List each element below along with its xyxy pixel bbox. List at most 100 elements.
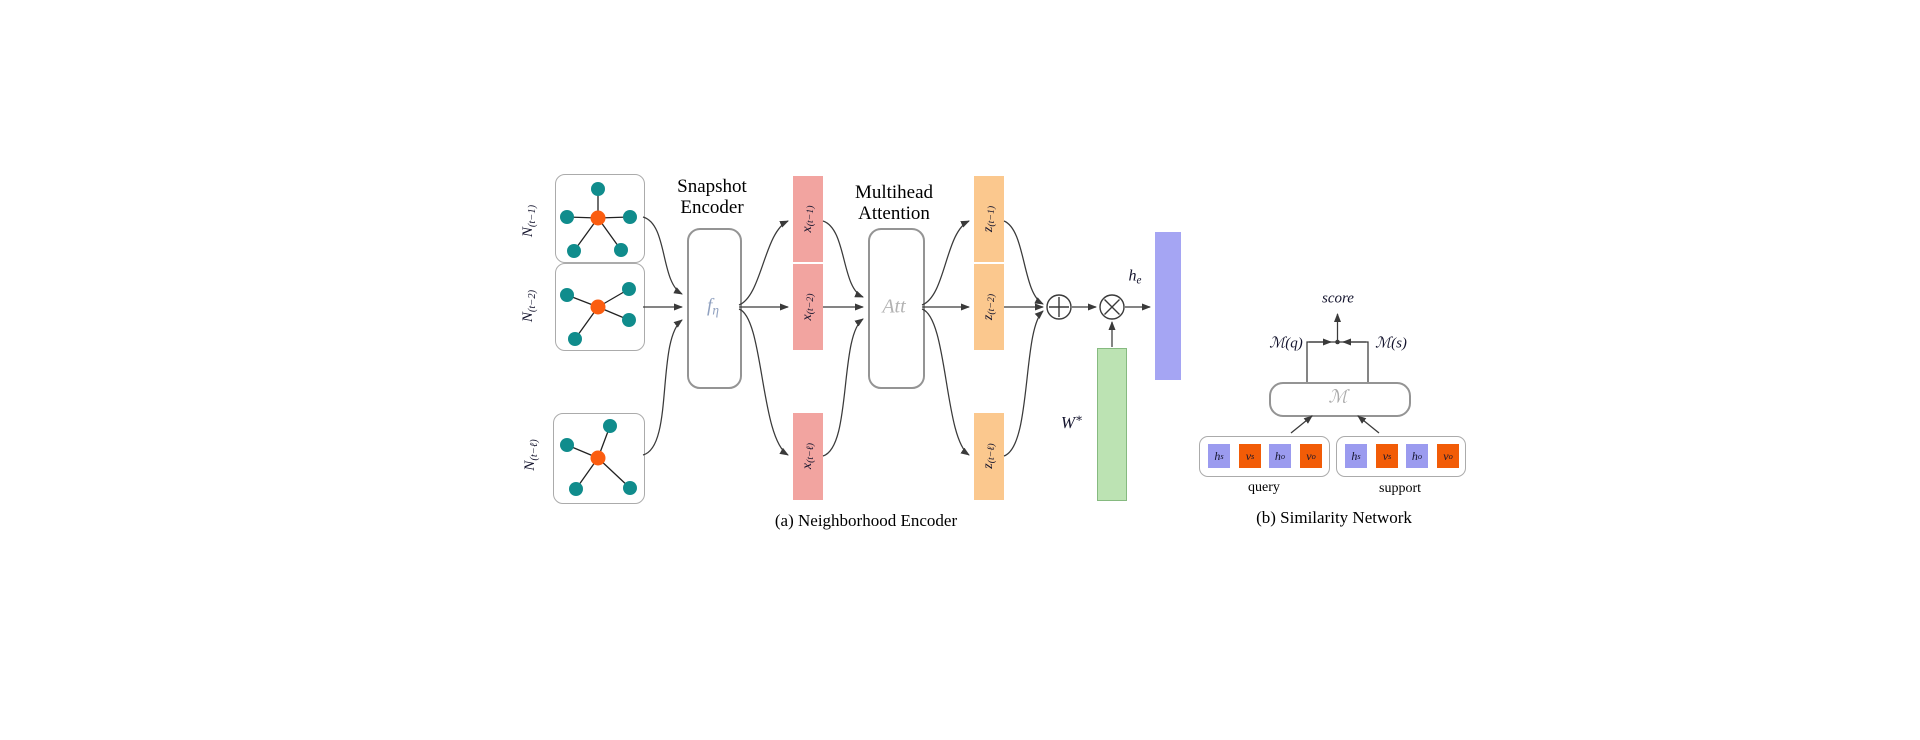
neighbor-node-icons [560, 419, 637, 496]
z-bar-3-label: z(t−ℓ) [981, 443, 997, 468]
cell-sub: o [1311, 451, 1316, 461]
label-sub: (t−1) [526, 204, 538, 228]
title-line: Multihead [854, 182, 934, 203]
cell-sub: s [1357, 451, 1361, 461]
m-of-q-label: ℳ(q) [1269, 335, 1303, 352]
label-base: x [799, 462, 815, 470]
cell-text: h [1214, 448, 1221, 463]
similarity-m-box [1269, 382, 1411, 417]
z-bar-1 [974, 176, 1004, 262]
cell-sub: o [1448, 451, 1453, 461]
label-base: x [799, 226, 815, 233]
z-bar-2-label: z(t−2) [981, 294, 997, 320]
label-sub: (t−ℓ) [986, 443, 998, 464]
cell-sub: s [1220, 451, 1224, 461]
similarity-wires [1290, 313, 1380, 434]
label-base: h [1128, 267, 1137, 285]
graph-snapshot-3 [560, 419, 637, 496]
graph-snapshot-2 [560, 282, 636, 346]
similarity-m-label: ℳ [1328, 386, 1348, 407]
center-node-icon [590, 450, 606, 466]
cell-text: v [1306, 448, 1312, 463]
cell-sub: o [1280, 451, 1286, 461]
junction-dot-icon [1335, 339, 1340, 345]
score-label: score [1322, 290, 1354, 307]
w-star-label: W∗ [1061, 411, 1083, 433]
cell-text: h [1274, 448, 1281, 463]
label-base: z [980, 463, 996, 469]
attention-att-label: Att [882, 295, 906, 318]
label-sub: (t−ℓ) [805, 442, 817, 463]
m-of-s-label: ℳ(s) [1375, 335, 1407, 352]
snapshot-label-1: N(t−1) [520, 205, 538, 237]
label-sub: (t−1) [986, 205, 998, 227]
sum-operator-icon [1046, 294, 1072, 320]
cell-sub: s [1388, 451, 1392, 461]
label-sub: (t−1) [805, 205, 817, 227]
label-base: x [799, 314, 815, 321]
neighbor-node-icons [560, 182, 637, 258]
title-line: Encoder [680, 197, 744, 218]
product-operator-icon [1099, 294, 1125, 320]
label-base: z [980, 314, 996, 321]
label-sub: e [1136, 274, 1142, 287]
z-bar-1-label: z(t−1) [981, 206, 997, 232]
support-label: support [1379, 481, 1421, 496]
snapshot-label-2: N(t−2) [520, 290, 538, 322]
cell-text: v [1245, 448, 1252, 463]
label-base: z [980, 226, 996, 233]
graph-snapshot-1 [560, 182, 637, 258]
x-bar-3-label: x(t−ℓ) [800, 443, 816, 469]
label-sub: (t−2) [986, 293, 998, 315]
label-sub: (t−2) [526, 289, 538, 313]
caption-a: (a) Neighborhood Encoder [774, 511, 958, 530]
label-base: N [522, 460, 539, 471]
snapshot-encoder-title: Snapshot Encoder [677, 176, 747, 218]
flow-arrows [642, 216, 1151, 457]
snapshot-encoder-box [687, 228, 742, 389]
snapshot-label-3: N(t−ℓ) [522, 439, 540, 470]
x-bar-2-label: x(t−2) [800, 294, 816, 321]
cell-text: v [1443, 448, 1449, 463]
cell-text: v [1382, 448, 1389, 463]
center-node-icon [590, 210, 606, 226]
caption-b: (b) Similarity Network [1256, 508, 1412, 527]
he-embedding-bar [1155, 232, 1181, 380]
z-bar-3 [974, 413, 1004, 500]
cell-sub: s [1251, 451, 1255, 461]
cell-text: h [1351, 448, 1358, 463]
w-weight-bar [1097, 348, 1127, 501]
x-bar-2 [793, 264, 823, 350]
label-sub: η [712, 302, 719, 318]
label-sub: (t−2) [805, 293, 817, 315]
label-base: N [520, 312, 537, 323]
attention-title: Multihead Attention [855, 182, 933, 224]
x-bar-1 [793, 176, 823, 262]
label-base: f [707, 295, 713, 317]
cell-sub: o [1417, 451, 1423, 461]
center-node-icon [590, 299, 606, 315]
label-base: W [1060, 412, 1076, 432]
z-bar-2 [974, 264, 1004, 350]
attention-box [868, 228, 925, 389]
x-bar-1-label: x(t−1) [800, 206, 816, 233]
title-line: Snapshot [677, 176, 747, 197]
cell-text: h [1411, 448, 1418, 463]
query-label: query [1248, 480, 1280, 495]
label-sup: ∗ [1075, 411, 1084, 426]
label-base: N [520, 227, 537, 238]
he-label: he [1129, 268, 1142, 287]
x-bar-3 [793, 413, 823, 500]
label-sub: (t−ℓ) [528, 439, 540, 461]
snapshot-encoder-fn-label: fη [707, 295, 719, 318]
title-line: Attention [858, 203, 930, 224]
